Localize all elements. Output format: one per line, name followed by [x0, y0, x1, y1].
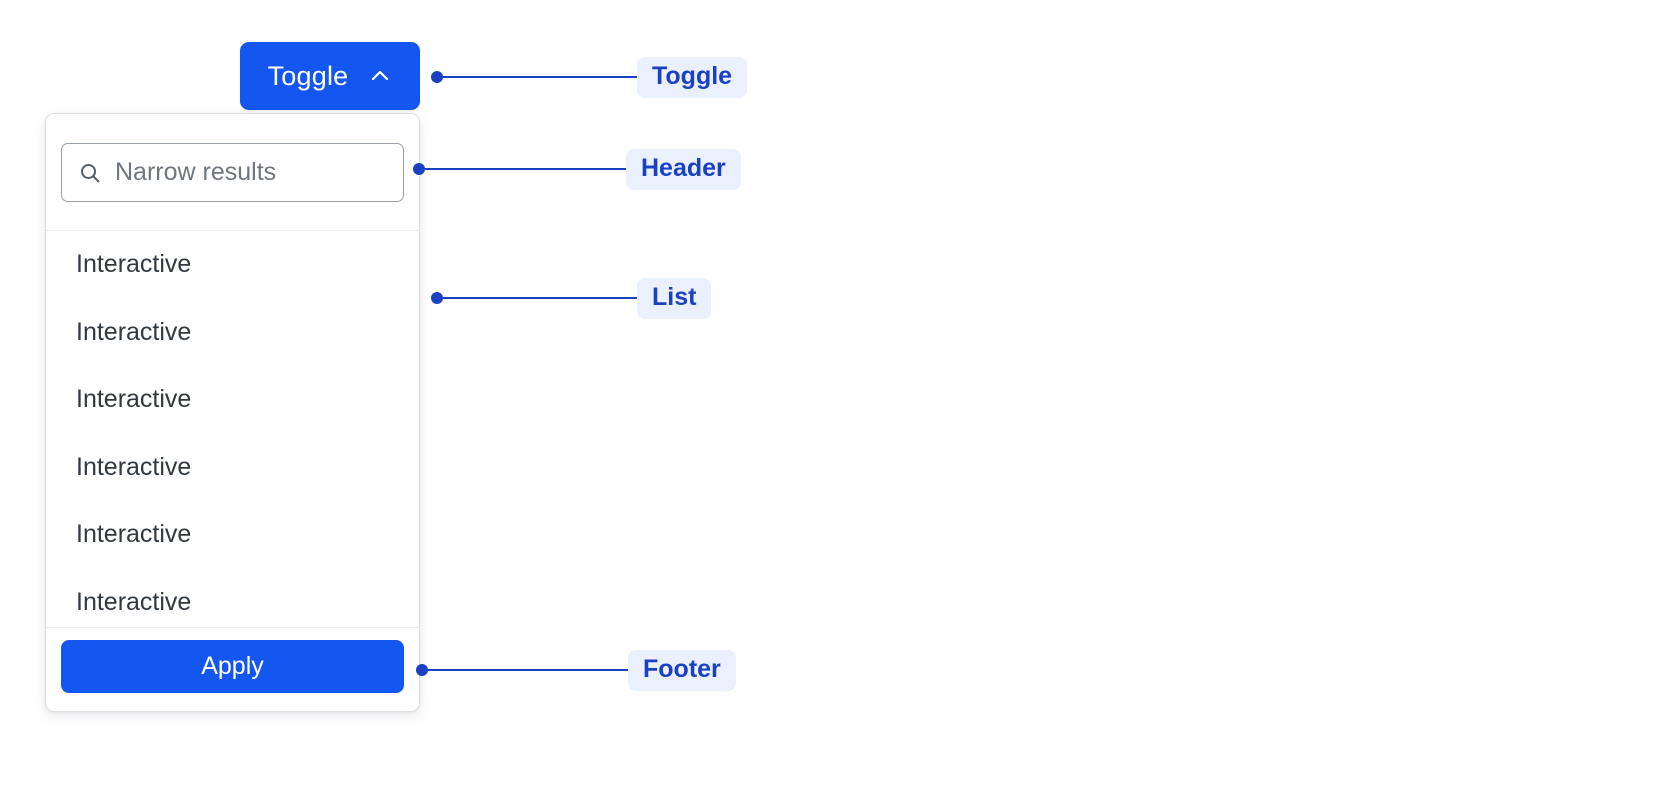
annotation-dot	[413, 163, 425, 175]
annotation-label: Footer	[628, 649, 736, 691]
annotation-label: List	[637, 277, 712, 319]
toggle-button[interactable]: Toggle	[240, 42, 420, 110]
search-input[interactable]	[62, 144, 403, 201]
list-item[interactable]: Interactive	[46, 501, 419, 569]
list-item[interactable]: Interactive	[46, 299, 419, 367]
annotation-label: Header	[626, 148, 741, 190]
list-item[interactable]: Interactive	[46, 366, 419, 434]
annotation-line	[425, 168, 626, 170]
chevron-up-icon	[368, 64, 392, 88]
annotation-dot	[431, 292, 443, 304]
list-item[interactable]: Interactive	[46, 569, 419, 628]
list-item-label: Interactive	[76, 587, 192, 616]
annotation-dot	[416, 664, 428, 676]
list-item-label: Interactive	[76, 385, 192, 414]
annotation-line	[428, 669, 628, 671]
annotation-line	[443, 76, 637, 78]
list-item[interactable]: Interactive	[46, 434, 419, 502]
annotation-line	[443, 297, 637, 299]
list-item[interactable]: Interactive	[46, 231, 419, 299]
list-item-label: Interactive	[76, 452, 192, 481]
list-item-label: Interactive	[76, 520, 192, 549]
list-item-label: Interactive	[76, 250, 192, 279]
dropdown-header	[46, 114, 419, 231]
apply-button[interactable]: Apply	[61, 640, 404, 693]
annotation-dot	[431, 71, 443, 83]
list-item-label: Interactive	[76, 317, 192, 346]
search-field[interactable]	[61, 143, 404, 202]
toggle-button-label: Toggle	[267, 60, 349, 91]
annotation-label: Toggle	[637, 56, 748, 98]
dropdown-footer: Apply	[46, 627, 419, 711]
dropdown-panel: Interactive Interactive Interactive Inte…	[45, 113, 420, 712]
search-icon	[78, 161, 102, 185]
dropdown-list: Interactive Interactive Interactive Inte…	[46, 231, 419, 627]
